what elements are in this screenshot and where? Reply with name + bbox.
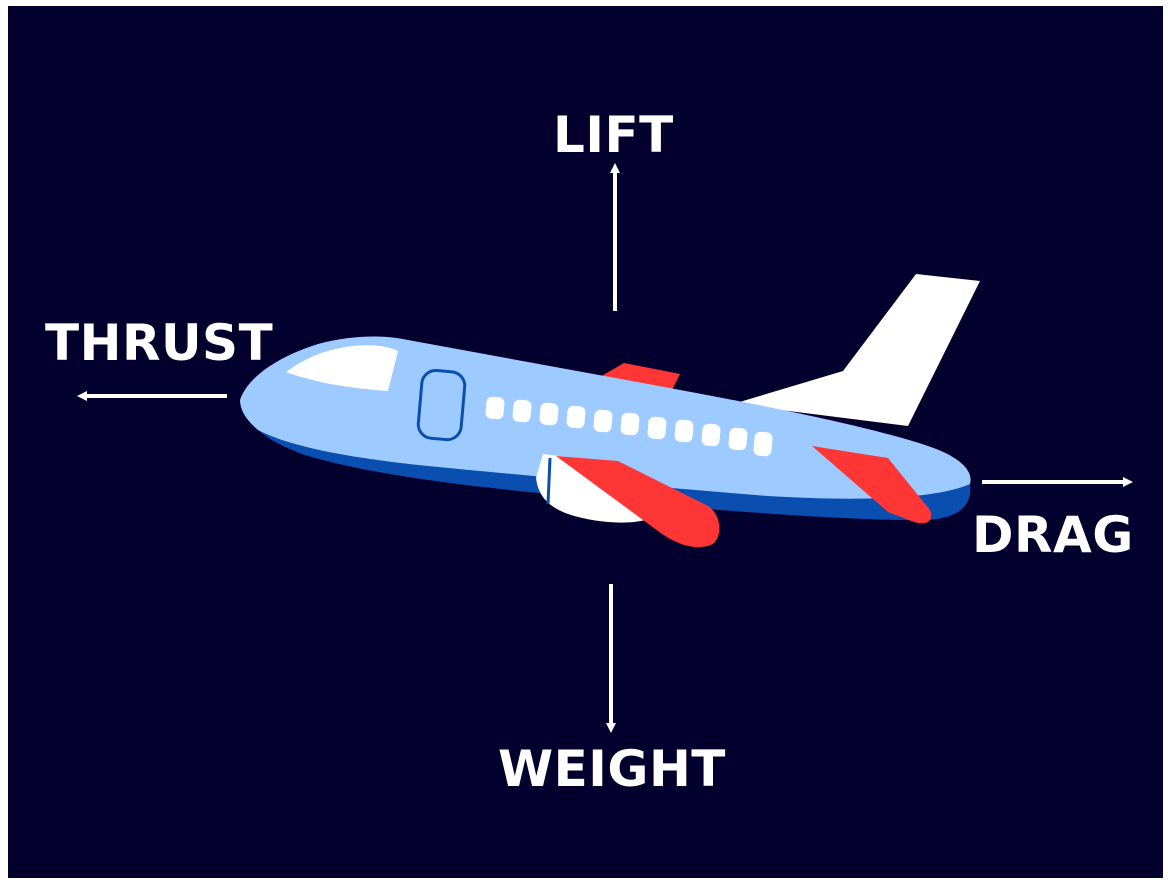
window xyxy=(728,427,748,450)
engine-intake-stripe xyxy=(548,458,550,504)
window xyxy=(620,412,640,435)
window xyxy=(701,423,721,446)
window xyxy=(566,405,586,428)
weight-label: WEIGHT xyxy=(498,744,726,794)
window xyxy=(512,399,532,422)
window xyxy=(647,416,667,439)
window xyxy=(539,402,559,425)
window xyxy=(674,419,694,442)
airplane-icon xyxy=(240,274,980,547)
drag-label: DRAG xyxy=(972,510,1134,560)
tail-fin xyxy=(733,274,980,426)
lift-label: LIFT xyxy=(553,110,674,160)
window xyxy=(593,409,613,432)
window xyxy=(753,431,773,456)
diagram-canvas: LIFT THRUST DRAG WEIGHT xyxy=(8,6,1163,878)
thrust-label: THRUST xyxy=(45,318,273,368)
window xyxy=(485,396,505,419)
